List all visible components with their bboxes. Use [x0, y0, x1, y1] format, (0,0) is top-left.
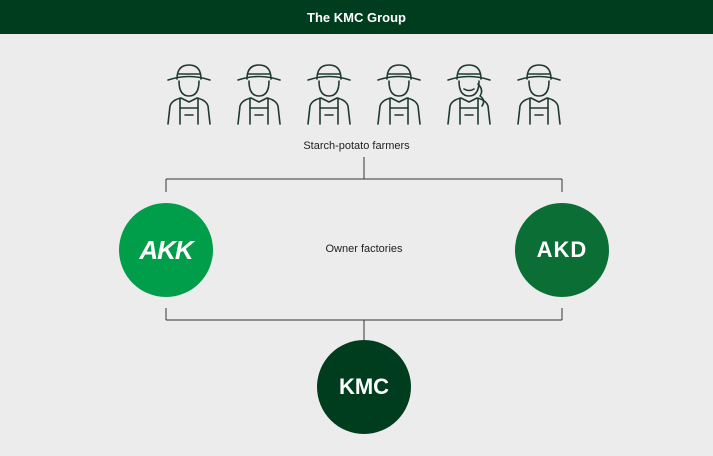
farmer-icon [234, 60, 284, 126]
page-title: The KMC Group [307, 9, 406, 25]
farmer-icon [164, 60, 214, 126]
akk-logo: AKK [119, 203, 213, 297]
akd-logo: AKD [515, 203, 609, 297]
farmer-woman-icon [444, 60, 494, 126]
farmer-icon [304, 60, 354, 126]
farmers-label: Starch-potato farmers [303, 140, 410, 152]
farmer-icon [374, 60, 424, 126]
farmer-icon [514, 60, 564, 126]
kmc-logo: KMC [317, 340, 411, 434]
owners-label: Owner factories [325, 243, 403, 255]
header-bar: The KMC Group [0, 0, 713, 34]
farmers-group [164, 60, 564, 126]
